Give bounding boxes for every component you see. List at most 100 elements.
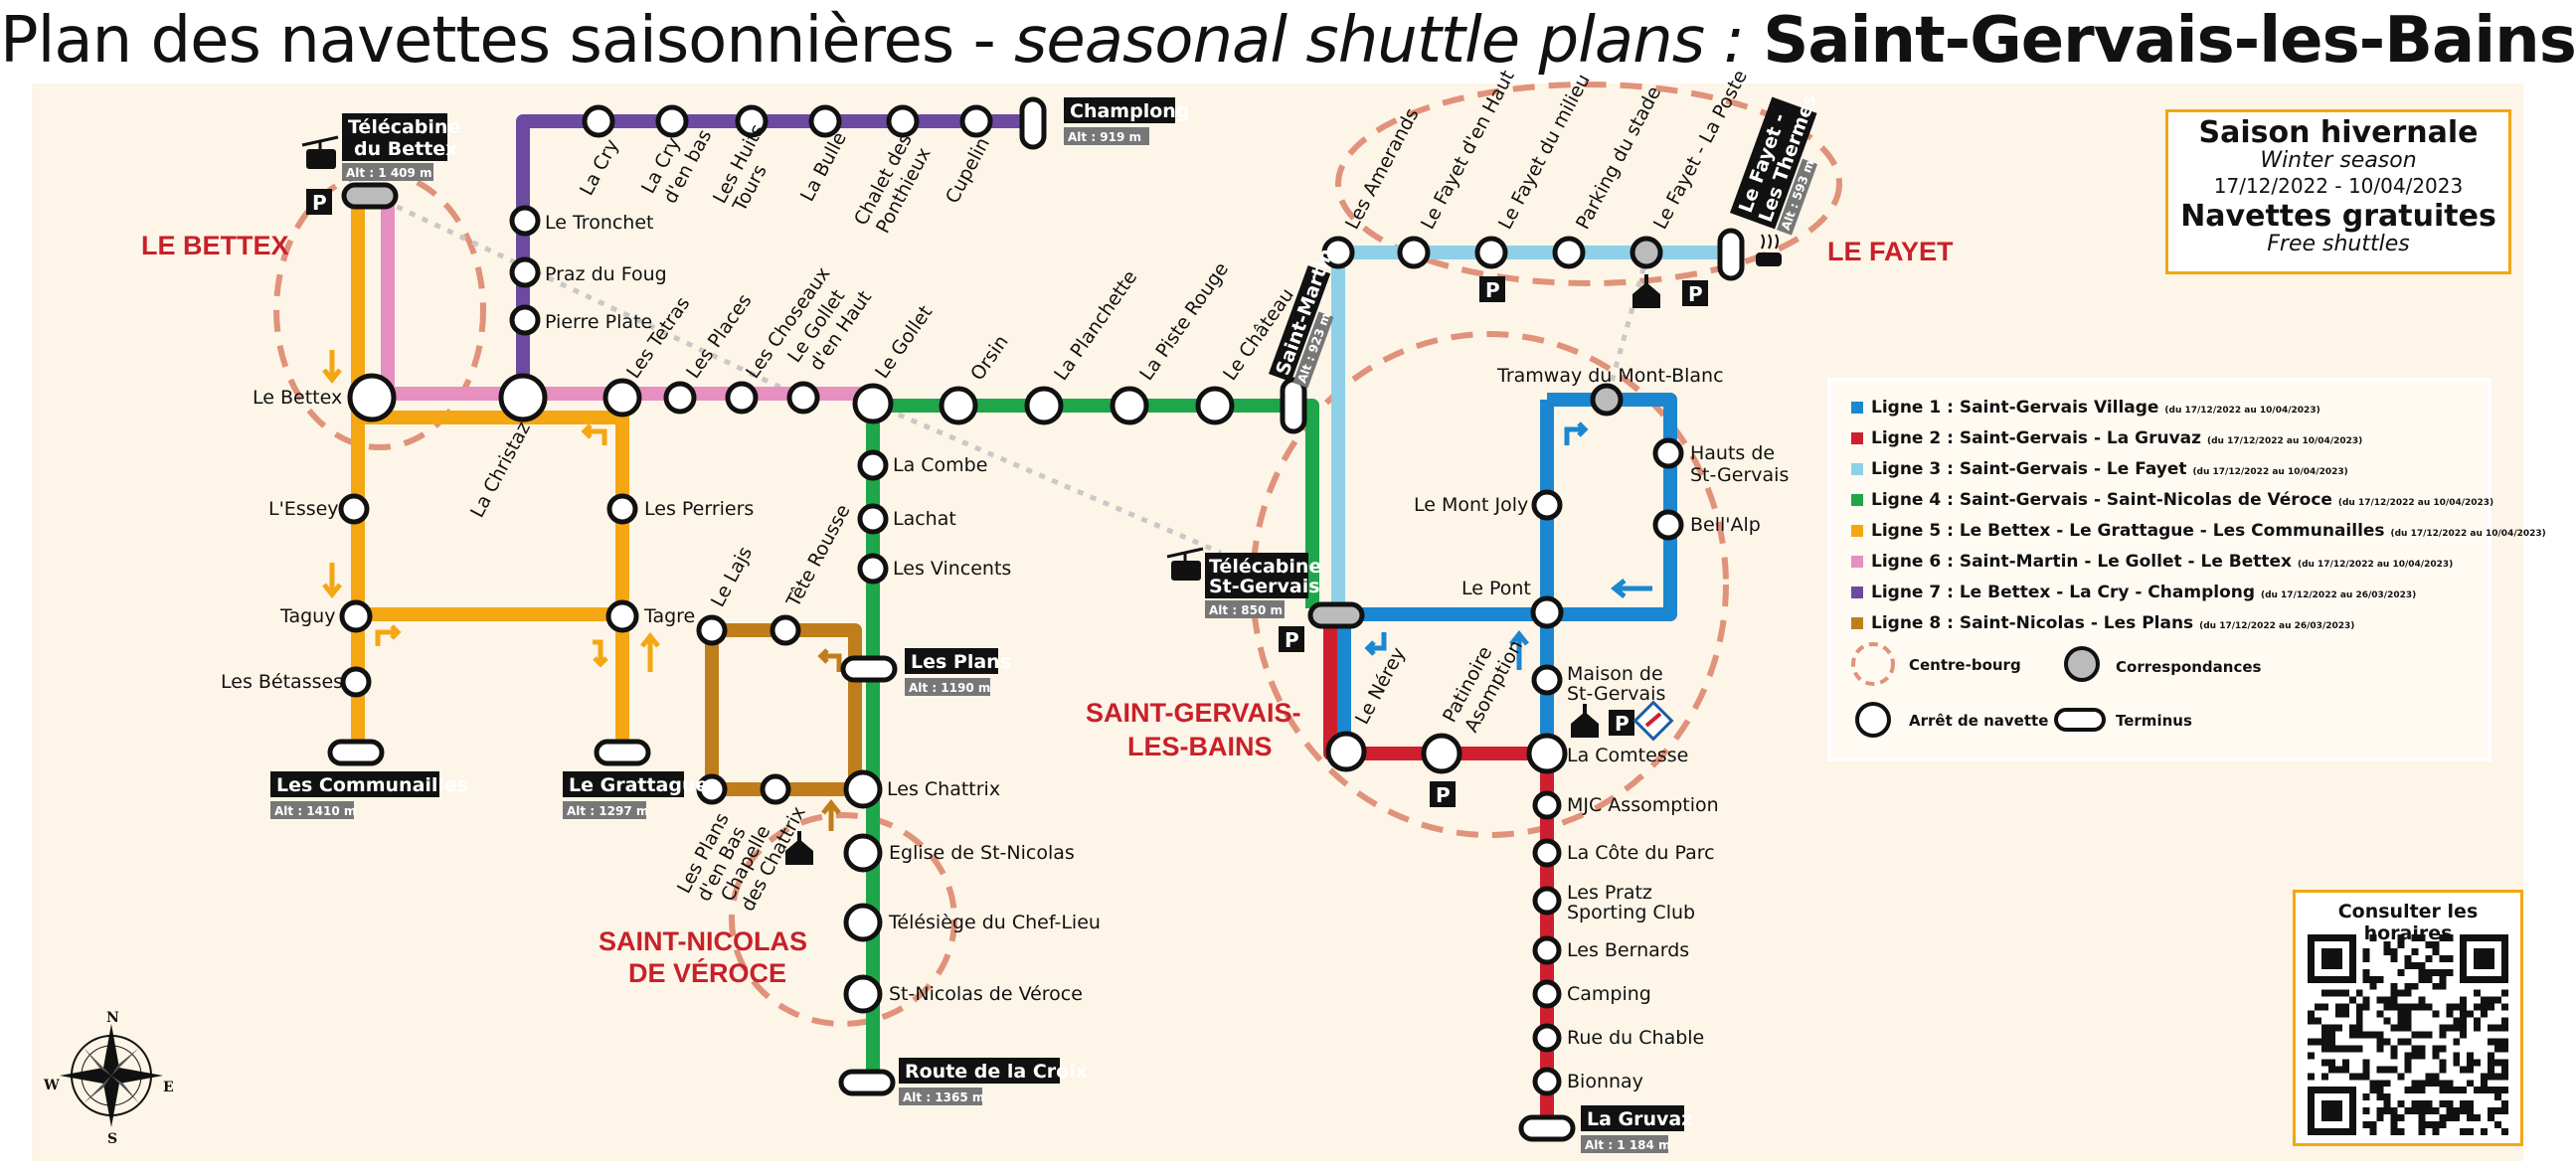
area-label-sn-2: DE VÉROCE bbox=[628, 957, 786, 988]
stop-circle[interactable] bbox=[340, 666, 372, 698]
svg-text:P: P bbox=[312, 191, 327, 215]
stop-circle[interactable] bbox=[725, 381, 759, 415]
stop-circle[interactable] bbox=[1195, 386, 1235, 425]
stop-circle[interactable] bbox=[1532, 979, 1562, 1009]
stop-circle[interactable] bbox=[498, 373, 548, 422]
label-mont-joly: Le Mont Joly bbox=[1414, 494, 1528, 516]
tag-les-plans: Les Plans Alt : 1190 m bbox=[905, 648, 1011, 696]
tag-champlong: Champlong Alt : 919 m bbox=[1064, 97, 1189, 145]
label-le-bettex: Le Bettex bbox=[253, 387, 342, 409]
stop-circle[interactable] bbox=[852, 383, 894, 424]
label-la-bulle: La Bulle bbox=[796, 128, 851, 205]
stop-circle[interactable] bbox=[843, 769, 883, 809]
stop-circle[interactable] bbox=[696, 773, 728, 805]
stop-circle[interactable] bbox=[760, 773, 791, 805]
tag-tele-bettex-2: du Bettex bbox=[354, 138, 457, 160]
stop-circle[interactable] bbox=[1531, 489, 1563, 521]
stop-circle[interactable] bbox=[843, 974, 883, 1014]
stop-circle[interactable] bbox=[1531, 664, 1563, 696]
stop-circle[interactable] bbox=[1532, 935, 1562, 965]
stop-circle[interactable] bbox=[1325, 731, 1367, 772]
parking-icon: P bbox=[1609, 710, 1634, 736]
stop-circle[interactable] bbox=[339, 599, 373, 633]
stop-circle[interactable] bbox=[1532, 886, 1562, 916]
stop-circle[interactable] bbox=[1532, 1023, 1562, 1053]
stop-circle[interactable] bbox=[1526, 733, 1568, 774]
stop-circle[interactable] bbox=[1110, 386, 1149, 425]
legend-line-2-label: Ligne 2 : Saint-Gervais - La Gruvaz bbox=[1871, 428, 2202, 448]
legend-line-7-label: Ligne 7 : Le Bettex - La Cry - Champlong bbox=[1871, 583, 2256, 602]
terminus-fayet-thermes bbox=[1717, 228, 1745, 281]
stop-circle[interactable] bbox=[808, 104, 842, 138]
stop-circle[interactable] bbox=[602, 378, 642, 418]
label-telesiege: Télésiège du Chef-Lieu bbox=[888, 912, 1101, 933]
link-bettex-gollet bbox=[370, 192, 817, 407]
label-lachat: Lachat bbox=[893, 508, 956, 530]
compass-n: N bbox=[106, 1010, 119, 1026]
stop-circle[interactable] bbox=[843, 903, 883, 942]
stop-circle[interactable] bbox=[347, 373, 397, 422]
area-label-sn-1: SAINT-NICOLAS bbox=[599, 926, 807, 956]
stop-circle[interactable] bbox=[663, 381, 697, 415]
stop-circle[interactable] bbox=[959, 104, 993, 138]
title-italic: seasonal shuttle plans : bbox=[1014, 4, 1764, 78]
stop-circle[interactable] bbox=[770, 614, 801, 646]
stop-circle[interactable] bbox=[1532, 790, 1562, 820]
parking-icon: P bbox=[1682, 280, 1708, 306]
label-taguy: Taguy bbox=[279, 605, 335, 627]
season-dates: 17/12/2022 - 10/04/2023 bbox=[2213, 174, 2464, 198]
legend-line-3-label: Ligne 3 : Saint-Gervais - Le Fayet bbox=[1871, 459, 2187, 479]
stop-circle[interactable] bbox=[338, 493, 370, 525]
stop-circle[interactable] bbox=[857, 503, 889, 535]
stop-circle[interactable] bbox=[606, 493, 638, 525]
stop-circle[interactable] bbox=[843, 833, 883, 873]
stop-circle[interactable] bbox=[1532, 838, 1562, 868]
legend-line-8-label: Ligne 8 : Saint-Nicolas - Les Plans bbox=[1871, 613, 2194, 633]
qr-panel[interactable]: Consulter les horaires bbox=[2293, 890, 2523, 1146]
stop-circle[interactable] bbox=[1474, 236, 1508, 269]
qr-code-icon[interactable] bbox=[2308, 934, 2508, 1135]
correspondence-circle[interactable] bbox=[1590, 383, 1624, 417]
stop-circle[interactable] bbox=[509, 304, 541, 336]
legend-correspondances: Correspondances bbox=[2116, 658, 2262, 676]
correspondence-stops bbox=[1590, 236, 1663, 417]
stop-circle[interactable] bbox=[886, 104, 920, 138]
stop-circle[interactable] bbox=[1552, 236, 1586, 269]
route-line-2 bbox=[1323, 614, 1554, 1125]
stop-circle[interactable] bbox=[1397, 236, 1431, 269]
stop-circle[interactable] bbox=[1321, 236, 1355, 269]
stop-circle[interactable] bbox=[582, 104, 615, 138]
correspondence-circle[interactable] bbox=[1630, 236, 1663, 269]
legend-line-4-label: Ligne 4 : Saint-Gervais - Saint-Nicolas … bbox=[1871, 490, 2332, 510]
area-label-fayet: LE FAYET bbox=[1827, 237, 1954, 266]
tag-champlong-name: Champlong bbox=[1070, 100, 1189, 122]
label-pratz-2: Sporting Club bbox=[1567, 902, 1695, 923]
stop-circle[interactable] bbox=[605, 599, 639, 633]
stop-circle[interactable] bbox=[1530, 595, 1564, 629]
stop-circle[interactable] bbox=[939, 386, 978, 425]
tag-gruvaz-alt: Alt : 1 184 m bbox=[1585, 1138, 1671, 1152]
stop-circle[interactable] bbox=[1421, 733, 1462, 774]
label-chable: Rue du Chable bbox=[1567, 1027, 1704, 1049]
stop-circle[interactable] bbox=[1024, 386, 1064, 425]
stop-circle[interactable] bbox=[509, 205, 541, 237]
stop-circle[interactable] bbox=[786, 381, 820, 415]
stop-circle[interactable] bbox=[696, 614, 728, 646]
stop-circle[interactable] bbox=[1652, 437, 1684, 469]
parking-icon: P bbox=[1479, 276, 1505, 302]
label-eglise: Eglise de St-Nicolas bbox=[889, 842, 1075, 864]
stop-circle[interactable] bbox=[735, 104, 769, 138]
area-label-sg-1: SAINT-GERVAIS- bbox=[1086, 698, 1301, 728]
label-maison-1: Maison de bbox=[1567, 663, 1663, 685]
stop-circle[interactable] bbox=[509, 256, 541, 288]
season-free: Navettes gratuites bbox=[2180, 199, 2496, 234]
label-chattrix: Les Chattrix bbox=[887, 778, 1000, 800]
label-perriers: Les Perriers bbox=[644, 498, 754, 520]
stop-circle[interactable] bbox=[1532, 1067, 1562, 1096]
stop-circle[interactable] bbox=[655, 104, 689, 138]
legend-line-1-dates: (du 17/12/2022 au 10/04/2023) bbox=[2164, 406, 2320, 416]
stop-circle[interactable] bbox=[1652, 509, 1684, 541]
stop-circle[interactable] bbox=[857, 449, 889, 481]
stop-circle[interactable] bbox=[857, 553, 889, 585]
label-bellalp: Bell'Alp bbox=[1690, 514, 1761, 536]
